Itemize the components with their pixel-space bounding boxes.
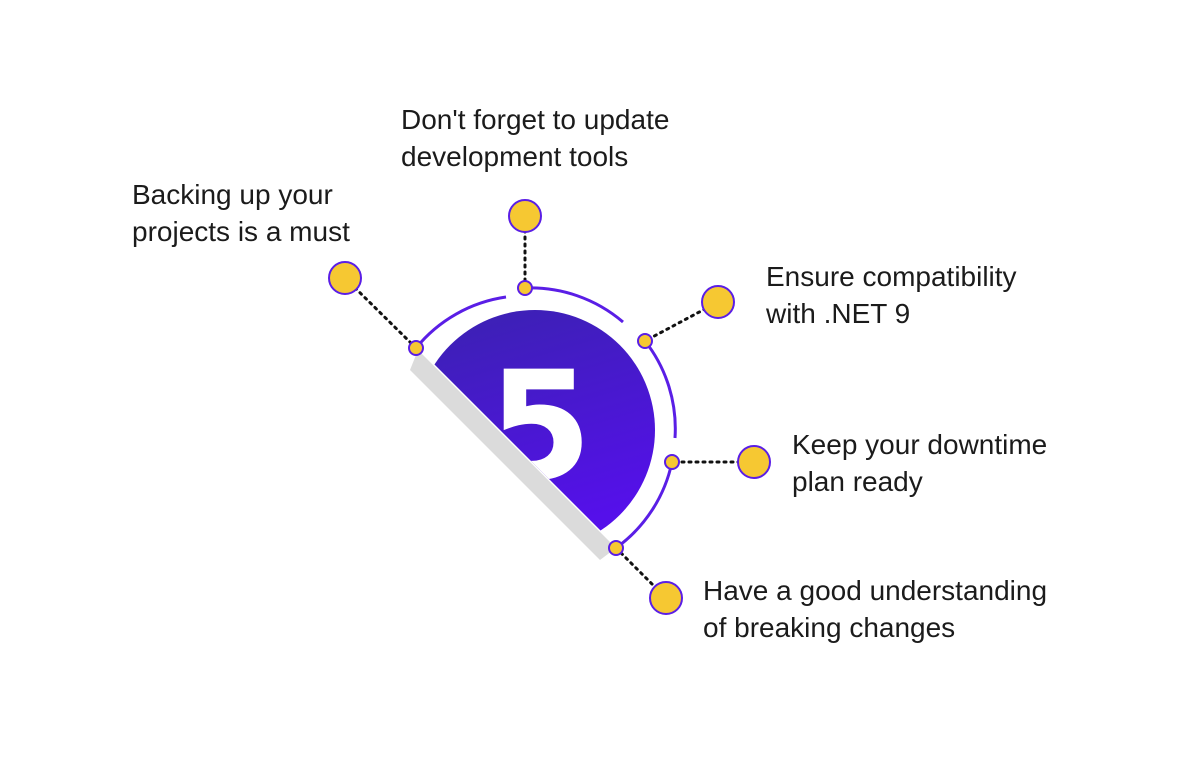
- tip-line: Have a good understanding: [703, 575, 1048, 606]
- tip-backup: Backing up your projects is a must: [132, 176, 350, 250]
- tip-breaking-changes: Have a good understanding of breaking ch…: [703, 572, 1047, 646]
- anchor-dot: [608, 540, 624, 556]
- tip-line: of breaking changes: [703, 612, 956, 643]
- anchor-dot: [664, 454, 680, 470]
- anchor-dot: [517, 280, 533, 296]
- tip-marker-dot: [649, 581, 683, 615]
- tip-marker-dot: [737, 445, 771, 479]
- anchor-dot: [637, 333, 653, 349]
- tip-line: Backing up your: [132, 179, 333, 210]
- half-disc: 5: [415, 310, 655, 550]
- tip-line: Ensure compatibility: [766, 261, 1017, 292]
- tip-line: development tools: [401, 141, 629, 172]
- tip-marker-dot: [508, 199, 542, 233]
- fold-shadow: [410, 350, 616, 560]
- tip-compatibility: Ensure compatibility with .NET 9: [766, 258, 1017, 332]
- tip-line: projects is a must: [132, 216, 350, 247]
- tip-marker-dot: [328, 261, 362, 295]
- tip-downtime: Keep your downtime plan ready: [792, 426, 1047, 500]
- tip-line: with .NET 9: [766, 298, 911, 329]
- tip-line: plan ready: [792, 466, 923, 497]
- outer-arcs: [414, 286, 677, 550]
- tip-update-tools: Don't forget to update development tools: [401, 101, 669, 175]
- anchor-dot: [408, 340, 424, 356]
- tip-line: Don't forget to update: [401, 104, 670, 135]
- tip-marker-dot: [701, 285, 735, 319]
- tip-line: Keep your downtime: [792, 429, 1048, 460]
